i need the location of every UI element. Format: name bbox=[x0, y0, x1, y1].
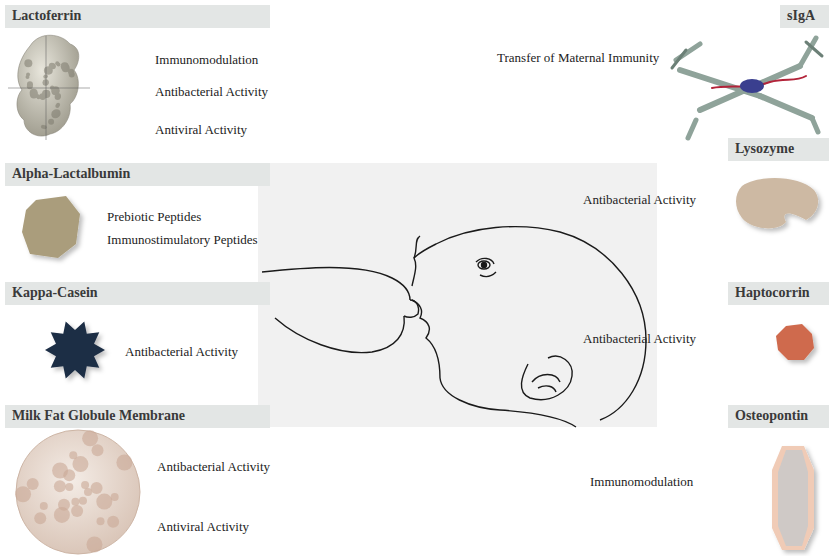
function-label: Antibacterial Activity bbox=[155, 84, 268, 100]
siga-icon bbox=[672, 38, 822, 138]
function-label: Antiviral Activity bbox=[155, 122, 247, 138]
kappa-casein-icon bbox=[45, 321, 105, 378]
heading-band: Milk Fat Globule Membrane bbox=[5, 405, 270, 428]
alpha-lactalbumin-icon bbox=[22, 196, 80, 258]
heading-band: Kappa-Casein bbox=[5, 282, 270, 305]
breastfeeding-drawing bbox=[262, 227, 646, 427]
function-label: Antibacterial Activity bbox=[583, 192, 696, 208]
heading-text: Alpha-Lactalbumin bbox=[12, 165, 263, 183]
heading-text: Kappa-Casein bbox=[12, 284, 263, 302]
heading-text: Lysozyme bbox=[735, 140, 822, 158]
heading-band: sIgA bbox=[780, 5, 829, 28]
function-label: Immunostimulatory Peptides bbox=[107, 232, 258, 248]
milk-fat-globule-icon bbox=[15, 430, 140, 554]
heading-band: Alpha-Lactalbumin bbox=[5, 163, 270, 186]
function-label: Prebiotic Peptides bbox=[107, 209, 201, 225]
heading-band: Lysozyme bbox=[728, 138, 829, 161]
heading-text: sIgA bbox=[787, 7, 822, 25]
function-label: Antibacterial Activity bbox=[157, 459, 270, 475]
function-label: Immunomodulation bbox=[590, 474, 693, 490]
haptocorrin-icon bbox=[776, 324, 814, 360]
function-label: Antibacterial Activity bbox=[583, 331, 696, 347]
function-label: Antiviral Activity bbox=[157, 519, 249, 535]
heading-band: Haptocorrin bbox=[728, 282, 829, 305]
heading-text: Milk Fat Globule Membrane bbox=[12, 407, 263, 425]
function-label: Antibacterial Activity bbox=[125, 344, 238, 360]
function-label: Transfer of Maternal Immunity bbox=[497, 50, 659, 66]
heading-band: Lactoferrin bbox=[5, 5, 270, 28]
lactoferrin-icon bbox=[8, 35, 90, 140]
heading-text: Lactoferrin bbox=[12, 7, 263, 25]
lysozyme-icon bbox=[736, 178, 818, 228]
heading-text: Haptocorrin bbox=[735, 284, 822, 302]
heading-text: Osteopontin bbox=[735, 407, 822, 425]
function-label: Immunomodulation bbox=[155, 52, 258, 68]
osteopontin-icon bbox=[772, 446, 814, 550]
heading-band: Osteopontin bbox=[728, 405, 829, 428]
